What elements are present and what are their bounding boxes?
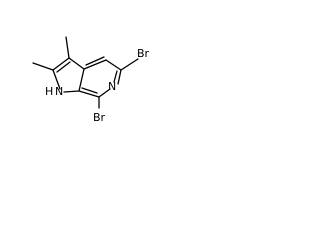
bond-c2-methyl [32, 62, 54, 71]
bond-c7-c7a-double [81, 87, 98, 94]
bond-n1-c2 [52, 69, 61, 90]
bond-c2-c3-double [56, 61, 71, 73]
bond-c3-c3a [68, 57, 85, 70]
bromine-label-top: Br [137, 47, 150, 60]
bond-c3a-c7a [78, 68, 85, 92]
bond-c4-c5 [105, 59, 122, 71]
bromine-label-bottom: Br [93, 111, 106, 124]
nitrogen-label-ring: N [108, 80, 116, 93]
chemical-structure-diagram: Br N N H Br [32, 36, 150, 124]
bond-c3-methyl [65, 36, 70, 59]
bond-c7-c7a [78, 90, 100, 98]
bond-c2-c3 [52, 57, 70, 71]
nitrogen-label-nh: N [55, 85, 63, 98]
bond-c3a-c4 [83, 59, 107, 70]
bond-c7a-n1 [63, 90, 80, 93]
bond-c5-br [120, 58, 139, 71]
bond-c5-n6 [117, 69, 122, 85]
hydrogen-label-nh: H [45, 85, 53, 98]
bond-c5-n6-double [113, 70, 118, 83]
bond-c3a-c4-double [85, 56, 105, 66]
bond-n6-c7 [98, 88, 111, 98]
